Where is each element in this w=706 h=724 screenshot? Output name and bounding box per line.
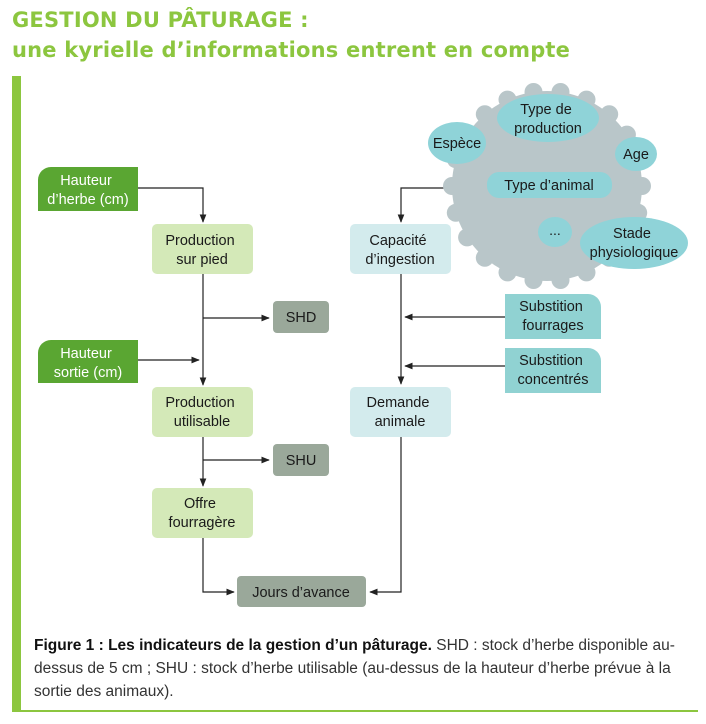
svg-text:Type de production: Type de production [514, 102, 582, 137]
node-capacite-ingestion: Capacité d’ingestion [350, 224, 451, 274]
node-jours-avance: Jours d’avance [237, 576, 366, 607]
svg-text:SHU: SHU [286, 453, 317, 469]
svg-text:Hauteur sortie (cm): Hauteur sortie (cm) [54, 346, 122, 381]
age-label: Age [623, 147, 649, 163]
svg-text:Jours d’avance: Jours d’avance [252, 585, 350, 601]
indicator-shu: SHU [273, 444, 329, 476]
bubble-type-production [497, 94, 599, 142]
svg-text:Substition fourrages: Substition fourrages [519, 299, 587, 334]
node-production-sur-pied: Production sur pied [152, 224, 253, 274]
svg-text:SHD: SHD [286, 310, 317, 326]
bubble-stade [580, 217, 688, 269]
gear-tooth [551, 271, 570, 289]
title-line-2: une kyrielle d’informations entrent en c… [12, 38, 571, 62]
gear-tooth [446, 203, 465, 222]
gear-tooth [524, 271, 543, 289]
title-line-1: GESTION DU PÂTURAGE : [12, 8, 309, 32]
input-subst-concentres: Substition concentrés [505, 348, 601, 393]
type-production-line1: Type de [520, 102, 572, 118]
left-accent-bar [12, 76, 21, 710]
arrow-gear-to-capacite [397, 187, 448, 223]
bubble-age [615, 137, 657, 171]
svg-text:Stade physiologique: Stade physiologique [590, 226, 679, 261]
svg-text:Hauteur d’herbe (cm): Hauteur d’herbe (cm) [47, 173, 128, 208]
input-hauteur-sortie: Hauteur sortie (cm) [38, 340, 138, 383]
gear-tooth [600, 105, 619, 124]
caption-text: SHD : stock d’herbe disponible au-dessus… [34, 637, 675, 700]
arrow-offre-to-jours [202, 537, 235, 596]
svg-text:Offre fourragère: Offre fourragère [169, 496, 236, 531]
bubble-ellipsis [538, 217, 572, 247]
input-hauteur-herbe: Hauteur d’herbe (cm) [38, 167, 138, 211]
node-demande-animale: Demande animale [350, 387, 451, 437]
stade-line1: Stade [613, 226, 651, 242]
bubble-espece [428, 122, 486, 164]
bottom-rule [12, 710, 698, 712]
espece-label: Espèce [433, 136, 481, 152]
gear-tooth [498, 263, 517, 282]
gear-tooth [475, 248, 494, 267]
node-offre-fourragere: Offre fourragère [152, 488, 253, 538]
gear-tooth [577, 263, 596, 282]
arrow-hauteur-to-production [138, 187, 207, 223]
input-subst-fourrages: Substition fourrages [505, 294, 601, 339]
gear-tooth [633, 177, 651, 195]
stade-line2: physiologique [590, 245, 679, 261]
svg-text:Demande animale: Demande animale [367, 395, 434, 430]
caption-bold: Figure 1 : Les indicateurs de la gestion… [34, 637, 432, 654]
ellipsis-label: ... [549, 222, 561, 238]
figure-caption: Figure 1 : Les indicateurs de la gestion… [34, 634, 698, 703]
type-production-line2: production [514, 121, 582, 137]
animal-factors: Type de production Espèce Age Type d’ani… [428, 94, 688, 269]
arrow-demande-to-jours [369, 437, 402, 596]
gear-tooth [475, 105, 494, 124]
gear-tooth [443, 177, 461, 195]
connectors [138, 187, 505, 596]
gear-tooth [458, 228, 477, 247]
svg-text:Capacité d’ingestion: Capacité d’ingestion [365, 233, 434, 268]
svg-text:Substition concentrés: Substition concentrés [518, 353, 589, 388]
bubble-type-animal [487, 172, 612, 198]
svg-text:Production sur pied: Production sur pied [165, 233, 238, 268]
type-animal-label: Type d’animal [504, 178, 593, 194]
svg-text:Production utilisable: Production utilisable [165, 395, 238, 430]
node-production-utilisable: Production utilisable [152, 387, 253, 437]
indicator-shd: SHD [273, 301, 329, 333]
